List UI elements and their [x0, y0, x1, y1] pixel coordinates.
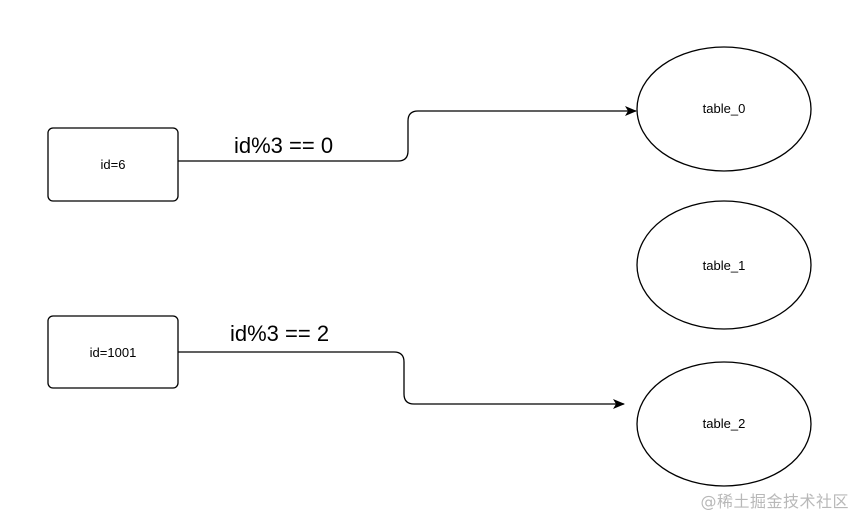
- edge-id-1001-to-table-2-label: id%3 == 2: [230, 321, 329, 346]
- node-id-6-label: id=6: [101, 157, 126, 172]
- node-id-6-box: [47, 127, 179, 202]
- edge-id-1001-to-table-2-line: [178, 351, 625, 409]
- node-id-1001-label: id=1001: [90, 345, 137, 360]
- node-id-1001[interactable]: id=1001: [47, 315, 179, 389]
- watermark: @稀土掘金技术社区: [700, 492, 849, 511]
- node-table-0-ellipse: [636, 46, 812, 172]
- node-table-1-ellipse: [636, 200, 812, 330]
- node-table-0-label: table_0: [703, 101, 746, 116]
- edge-id-6-to-table-0-label: id%3 == 0: [234, 133, 333, 158]
- edge-id-6-to-table-0-line: [178, 106, 637, 162]
- node-id-6[interactable]: id=6: [47, 127, 179, 202]
- node-table-1-label: table_1: [703, 258, 746, 273]
- node-table-1[interactable]: table_1: [636, 200, 812, 330]
- edge-id-1001-to-table-2[interactable]: id%3 == 2: [178, 321, 625, 409]
- node-table-0[interactable]: table_0: [636, 46, 812, 172]
- edge-id-6-to-table-0[interactable]: id%3 == 0: [178, 106, 637, 162]
- node-table-2-ellipse: [636, 361, 812, 487]
- node-table-2[interactable]: table_2: [636, 361, 812, 487]
- node-table-2-label: table_2: [703, 416, 746, 431]
